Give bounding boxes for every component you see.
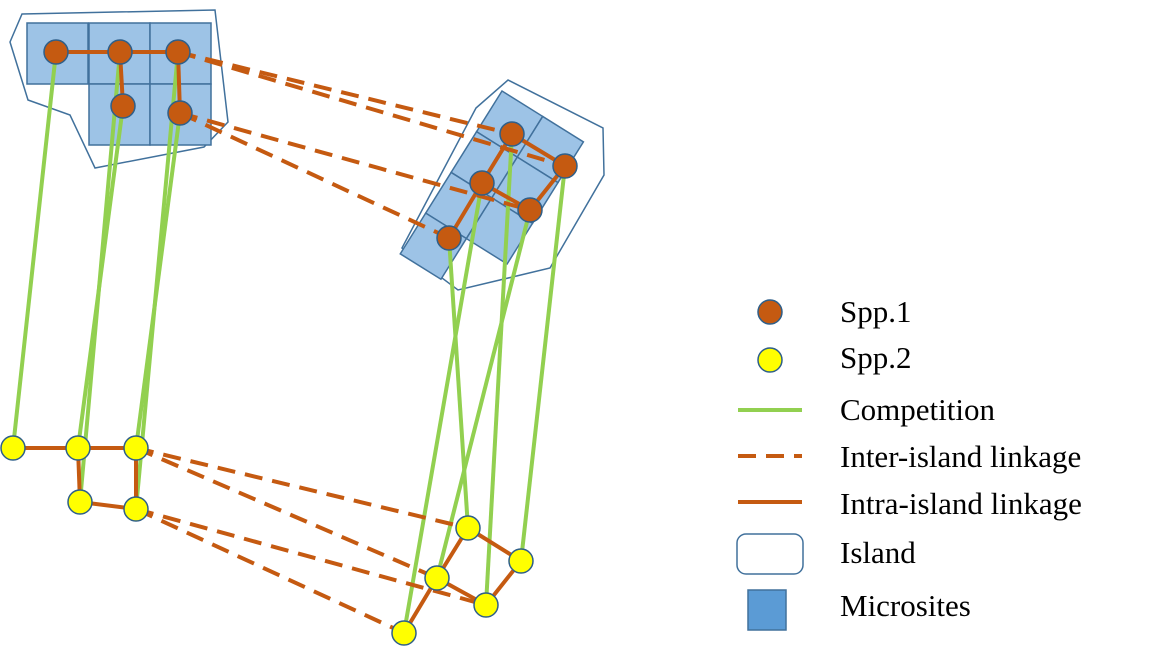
spp1-node [499,121,525,147]
inter-island-link [177,50,513,136]
spp2-node [391,620,417,646]
species-nodes [0,39,578,646]
spp2-node [67,489,93,515]
spp1-node [43,39,69,65]
competition-link [435,209,532,579]
spp2-node [123,435,149,461]
competition-link [519,165,567,562]
spp2-node [508,548,534,574]
inter-island-link [135,446,469,530]
spp1-node [436,225,462,251]
spp1-node [517,197,543,223]
spp1-node [110,93,136,119]
spp1-node [469,170,495,196]
competition-link [447,237,470,529]
competition-link [402,182,484,634]
legend: Spp.1 Spp.2 Competition Inter-island lin… [736,294,1082,631]
legend-spp1-marker [757,299,783,325]
inter-island-link [135,507,405,635]
competition-link [76,105,125,449]
legend-island-label: Island [840,535,916,570]
legend-spp2-label: Spp.2 [840,340,912,375]
spp1-node [167,100,193,126]
spp1-node [165,39,191,65]
spp2-node [0,435,26,461]
legend-inter-island-label: Inter-island linkage [840,439,1081,474]
inter-island-link [179,111,450,240]
inter-island-links [135,50,566,635]
spp1-node [107,39,133,65]
legend-spp1-label: Spp.1 [840,294,912,329]
spp2-node [473,592,499,618]
island-left [9,9,229,169]
competition-link [134,112,182,449]
legend-spp2-marker [757,347,783,373]
spp2-node [455,515,481,541]
spp2-node [65,435,91,461]
spp2-node [123,496,149,522]
spp1-node [552,153,578,179]
legend-competition-label: Competition [840,392,996,427]
inter-island-link [135,507,487,607]
competition-links [11,51,567,634]
legend-island-marker [736,533,804,575]
island-right [401,79,605,291]
legend-microsites-label: Microsites [840,588,971,623]
inter-island-link [177,50,566,168]
inter-island-link [179,111,531,212]
competition-link [11,51,58,449]
inter-island-link [135,446,438,580]
legend-microsites-marker [747,589,787,631]
competition-link [484,133,514,606]
spp2-node [424,565,450,591]
legend-intra-island-label: Intra-island linkage [840,486,1082,521]
